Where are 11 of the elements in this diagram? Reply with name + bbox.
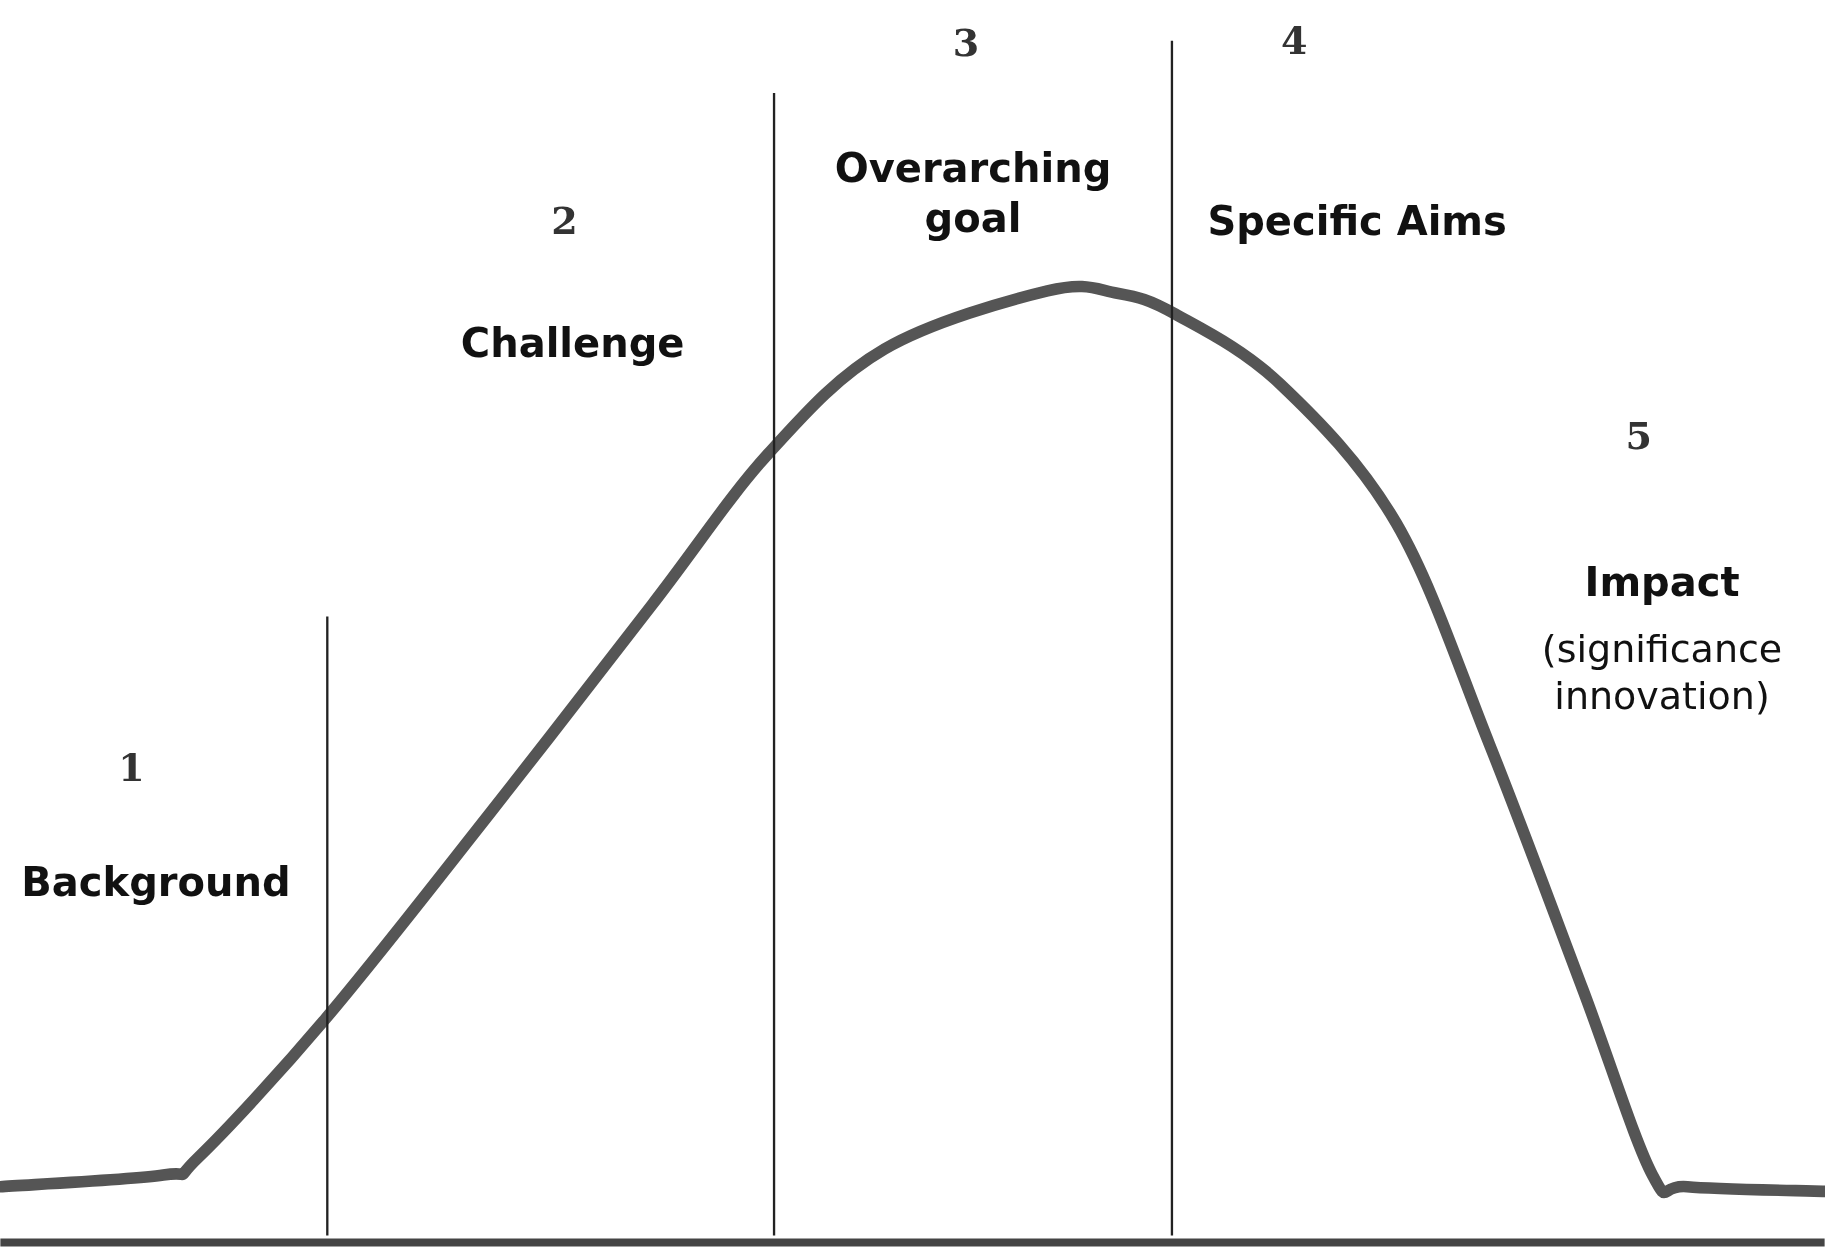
section-number: 1: [118, 744, 145, 792]
section-number: 4: [1281, 17, 1308, 65]
section-description: (significance innovation): [1540, 625, 1784, 720]
section-heading: Specific Aims: [1206, 197, 1508, 247]
section-number: 5: [1625, 412, 1652, 461]
section-number: 2: [551, 197, 578, 245]
section-number: 3: [952, 19, 980, 67]
section-heading: Impact: [1584, 557, 1740, 607]
section-heading: Challenge: [460, 319, 685, 369]
section-heading: Background: [21, 858, 291, 908]
section-heading: Overarching goal: [833, 144, 1113, 244]
